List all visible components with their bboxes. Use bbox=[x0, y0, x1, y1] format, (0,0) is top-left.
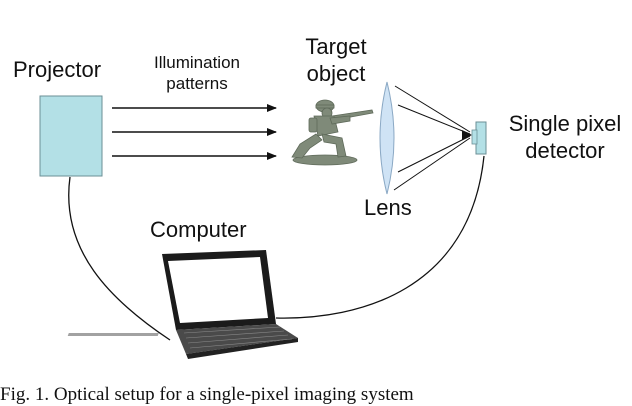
target-label-line-1: Target bbox=[286, 35, 386, 58]
target-label-line-2: object bbox=[286, 62, 386, 85]
projector-cable bbox=[69, 177, 170, 340]
detector-sensor bbox=[472, 130, 477, 144]
projector-label: Projector bbox=[13, 58, 101, 81]
projector-box bbox=[40, 96, 102, 176]
detector-label: Single pixel detector bbox=[498, 112, 632, 162]
computer-label: Computer bbox=[150, 218, 247, 241]
illumination-label-line-2: patterns bbox=[132, 75, 262, 93]
lens-shape bbox=[380, 82, 394, 194]
figure-caption: Fig. 1. Optical setup for a single-pixel… bbox=[0, 384, 414, 406]
soldier-figure bbox=[292, 100, 373, 165]
illumination-label: Illumination patterns bbox=[132, 54, 262, 93]
laptop-icon bbox=[68, 250, 298, 359]
detector-label-line-2: detector bbox=[498, 139, 632, 162]
focus-ray-3 bbox=[398, 136, 470, 172]
target-object-label: Target object bbox=[286, 35, 386, 85]
detector-box bbox=[476, 122, 486, 154]
detector-label-line-1: Single pixel bbox=[498, 112, 632, 135]
focus-arrowhead bbox=[462, 130, 472, 140]
focus-ray-1 bbox=[395, 86, 470, 132]
focus-ray-4 bbox=[394, 138, 470, 190]
illumination-label-line-1: Illumination bbox=[132, 54, 262, 72]
detector-cable bbox=[276, 156, 484, 318]
lens-label: Lens bbox=[364, 196, 412, 219]
